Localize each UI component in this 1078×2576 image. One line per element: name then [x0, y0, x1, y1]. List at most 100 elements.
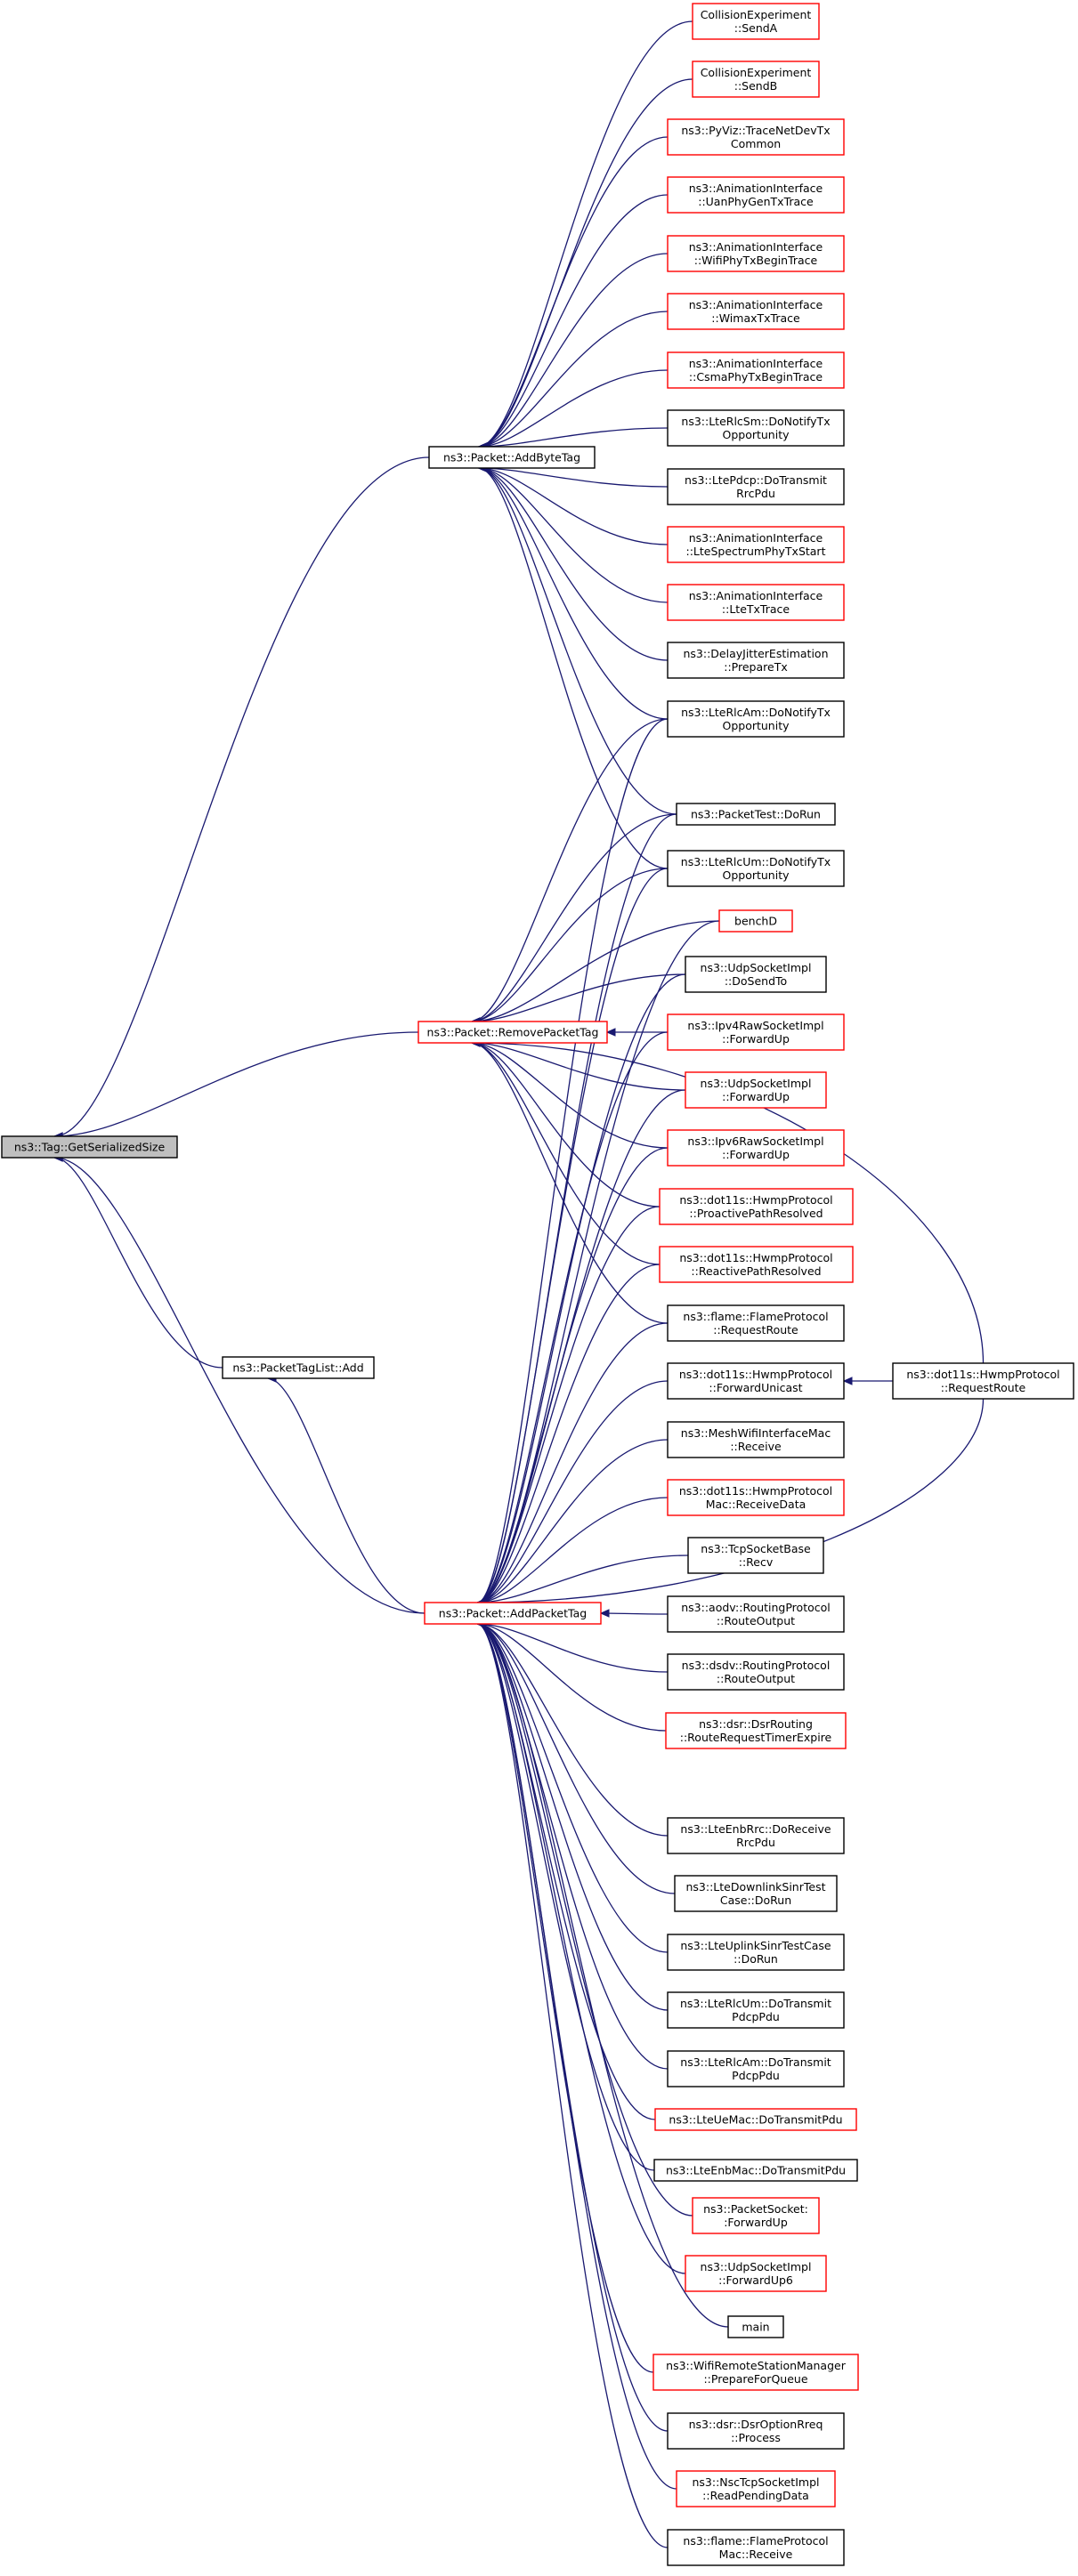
node-sendA[interactable]: CollisionExperiment::SendA: [692, 3, 820, 40]
edge-lterlcam-notify-to-addbytetag: [478, 467, 669, 720]
node-label: ns3::Tag::GetSerializedSize: [14, 1141, 166, 1154]
node-label: ns3::Packet::AddPacketTag: [439, 1607, 587, 1620]
node-tcprecv[interactable]: ns3::TcpSocketBase::Recv: [687, 1537, 824, 1574]
node-udpsend[interactable]: ns3::UdpSocketImpl::DoSendTo: [685, 956, 827, 993]
node-flamereq[interactable]: ns3::flame::FlameProtocol::RequestRoute: [667, 1304, 845, 1342]
node-dsdv[interactable]: ns3::dsdv::RoutingProtocol::RouteOutput: [667, 1653, 845, 1691]
node-udpfwd[interactable]: ns3::UdpSocketImpl::ForwardUp: [685, 1071, 827, 1109]
node-csmaphy[interactable]: ns3::AnimationInterface::CsmaPhyTxBeginT…: [667, 351, 845, 389]
node-box: [659, 1188, 854, 1225]
node-ltespectrum[interactable]: ns3::AnimationInterface::LteSpectrumPhyT…: [667, 526, 845, 563]
node-fwdunicast[interactable]: ns3::dot11s::HwmpProtocol::ForwardUnicas…: [667, 1362, 845, 1400]
node-label: ::Receive: [730, 1440, 782, 1453]
node-removepackettag[interactable]: ns3::Packet::RemovePacketTag: [417, 1021, 608, 1044]
node-label: ::PrepareTx: [724, 660, 787, 674]
node-dsroption[interactable]: ns3::dsr::DsrOptionRreq::Process: [667, 2412, 845, 2450]
node-label: ::ProactivePathResolved: [689, 1207, 823, 1220]
node-lteuemac[interactable]: ns3::LteUeMac::DoTransmitPdu: [654, 2108, 857, 2131]
node-box: [727, 2315, 784, 2338]
node-box: [667, 351, 845, 389]
node-box: [1, 1135, 178, 1159]
node-ltetx[interactable]: ns3::AnimationInterface::LteTxTrace: [667, 584, 845, 621]
node-label: ::ReactivePathResolved: [691, 1264, 821, 1278]
node-box: [667, 1479, 845, 1516]
node-benchD[interactable]: benchD: [718, 909, 793, 933]
node-hwmpmac[interactable]: ns3::dot11s::HwmpProtocolMac::ReceiveDat…: [667, 1479, 845, 1516]
node-label: ::RequestRoute: [941, 1381, 1026, 1394]
node-lteuplink[interactable]: ns3::LteUplinkSinrTestCase::DoRun: [667, 1934, 845, 1971]
edge-removepackettag-to-root: [54, 1031, 419, 1137]
node-meshwifi[interactable]: ns3::MeshWifiInterfaceMac::Receive: [667, 1421, 845, 1458]
edge-proactive-to-removepackettag: [471, 1042, 661, 1207]
node-root[interactable]: ns3::Tag::GetSerializedSize: [1, 1135, 178, 1159]
edge-dsdv-to-addpackettag: [477, 1623, 669, 1673]
edge-flamemac-to-addpackettag: [477, 1623, 669, 2548]
edge-wimax-to-addbytetag: [478, 311, 669, 448]
edge-ipv4raw-to-addpackettag: [477, 1031, 669, 1603]
node-label: Case::DoRun: [720, 1894, 791, 1907]
node-ipv4raw[interactable]: ns3::Ipv4RawSocketImpl::ForwardUp: [667, 1013, 845, 1051]
node-box: [428, 446, 596, 469]
node-proactive[interactable]: ns3::dot11s::HwmpProtocol::ProactivePath…: [659, 1188, 854, 1225]
edge-packetsocket-to-addpackettag: [477, 1623, 693, 2217]
node-label: ns3::LteUeMac::DoTransmitPdu: [669, 2113, 842, 2127]
node-dsr[interactable]: ns3::dsr::DsrRouting::RouteRequestTimerE…: [665, 1712, 847, 1749]
node-label: RrcPdu: [736, 1836, 775, 1849]
node-box: [667, 526, 845, 563]
node-label: CollisionExperiment: [701, 8, 812, 21]
arrowhead: [605, 1028, 616, 1037]
edge-fwdunicast-to-addpackettag: [477, 1380, 669, 1603]
node-main[interactable]: main: [727, 2315, 784, 2338]
node-hwmpreq[interactable]: ns3::dot11s::HwmpProtocol::RequestRoute: [892, 1362, 1074, 1400]
node-label: ns3::LteEnbRrc::DoReceive: [680, 1822, 831, 1836]
node-sendB[interactable]: CollisionExperiment::SendB: [692, 61, 820, 98]
node-box: [424, 1602, 602, 1625]
node-lteenbmac[interactable]: ns3::LteEnbMac::DoTransmitPdu: [653, 2159, 858, 2182]
node-label: ::LteTxTrace: [722, 602, 790, 616]
node-box: [659, 1246, 854, 1283]
edge-packettest-to-removepackettag: [471, 813, 677, 1022]
node-box: [692, 3, 820, 40]
node-ipv6raw[interactable]: ns3::Ipv6RawSocketImpl::ForwardUp: [667, 1129, 845, 1167]
edge-dsroption-to-addpackettag: [477, 1623, 669, 2432]
edge-ltepdcp-to-addbytetag: [478, 467, 669, 488]
node-wifiremote[interactable]: ns3::WifiRemoteStationManager::PrepareFo…: [652, 2354, 859, 2391]
node-addpackettag[interactable]: ns3::Packet::AddPacketTag: [424, 1602, 602, 1625]
node-aodv[interactable]: ns3::aodv::RoutingProtocol::RouteOutput: [667, 1595, 845, 1633]
node-label: Opportunity: [722, 428, 790, 441]
node-label: ns3::Ipv6RawSocketImpl: [687, 1135, 823, 1148]
node-delayjitter[interactable]: ns3::DelayJitterEstimation::PrepareTx: [667, 642, 845, 679]
node-nsctcp[interactable]: ns3::NscTcpSocketImpl::ReadPendingData: [676, 2470, 836, 2507]
node-packetsocket[interactable]: ns3::PacketSocket::ForwardUp: [692, 2197, 820, 2234]
node-udpfwd6[interactable]: ns3::UdpSocketImpl::ForwardUp6: [685, 2255, 827, 2292]
node-packettaglistadd[interactable]: ns3::PacketTagList::Add: [222, 1356, 375, 1379]
node-box: [667, 1304, 845, 1342]
node-reactive[interactable]: ns3::dot11s::HwmpProtocol::ReactivePathR…: [659, 1246, 854, 1283]
node-label: ::Process: [731, 2431, 781, 2444]
node-label: benchD: [734, 915, 777, 928]
edge-wifiremote-to-addpackettag: [477, 1623, 654, 2373]
node-label: ns3::dot11s::HwmpProtocol: [906, 1368, 1059, 1381]
node-label: ns3::UdpSocketImpl: [701, 961, 812, 974]
node-label: ns3::LteUplinkSinrTestCase: [680, 1939, 831, 1952]
node-addbytetag[interactable]: ns3::Packet::AddByteTag: [428, 446, 596, 469]
node-box: [667, 409, 845, 447]
node-packettest[interactable]: ns3::PacketTest::DoRun: [676, 803, 836, 826]
edge-lterlcam-tx-to-addpackettag: [477, 1623, 669, 2070]
edge-sendA-to-addbytetag: [478, 20, 693, 448]
node-wifiphy[interactable]: ns3::AnimationInterface::WifiPhyTxBeginT…: [667, 235, 845, 272]
node-label: CollisionExperiment: [701, 66, 812, 79]
node-wimax[interactable]: ns3::AnimationInterface::WimaxTxTrace: [667, 293, 845, 330]
node-uanphy[interactable]: ns3::AnimationInterface::UanPhyGenTxTrac…: [667, 176, 845, 214]
